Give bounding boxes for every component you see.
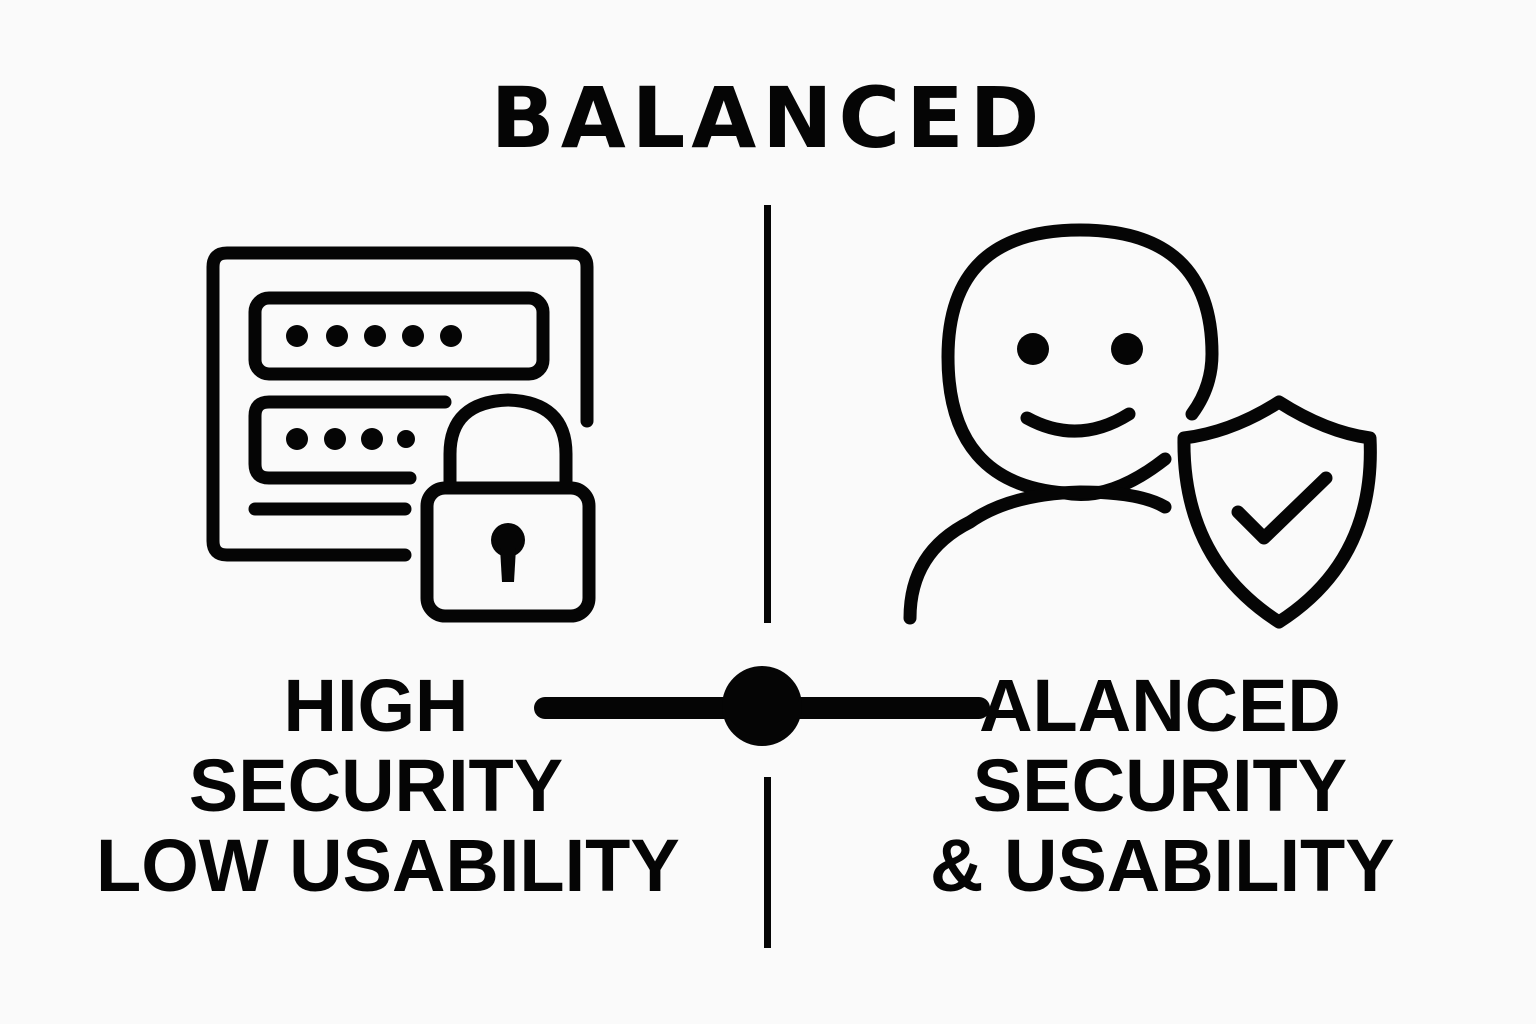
balanced-security-label-line2: SECURITY xyxy=(972,744,1348,827)
center-divider-bottom xyxy=(764,777,771,948)
shield-check-icon xyxy=(1176,390,1380,630)
balance-slider[interactable] xyxy=(530,660,996,756)
center-divider-top xyxy=(764,205,771,623)
high-security-label-line3: LOW USABILITY xyxy=(96,824,680,907)
high-security-label: HIGH SECURITY LOW USABILITY xyxy=(96,664,680,907)
page-title: BALANCED xyxy=(490,69,1046,167)
balanced-security-label-line1: ALANCED xyxy=(979,664,1341,747)
smiley-user-icon xyxy=(900,222,1230,626)
balanced-security-label: ALANCED SECURITY & USABILITY xyxy=(930,664,1395,907)
login-form-icon xyxy=(205,243,595,563)
balanced-security-label-line3: & USABILITY xyxy=(930,824,1395,907)
high-security-label-line2: SECURITY xyxy=(188,744,564,827)
padlock-icon xyxy=(418,390,598,626)
high-security-label-line1: HIGH xyxy=(283,664,469,747)
slider-knob[interactable] xyxy=(722,666,802,746)
